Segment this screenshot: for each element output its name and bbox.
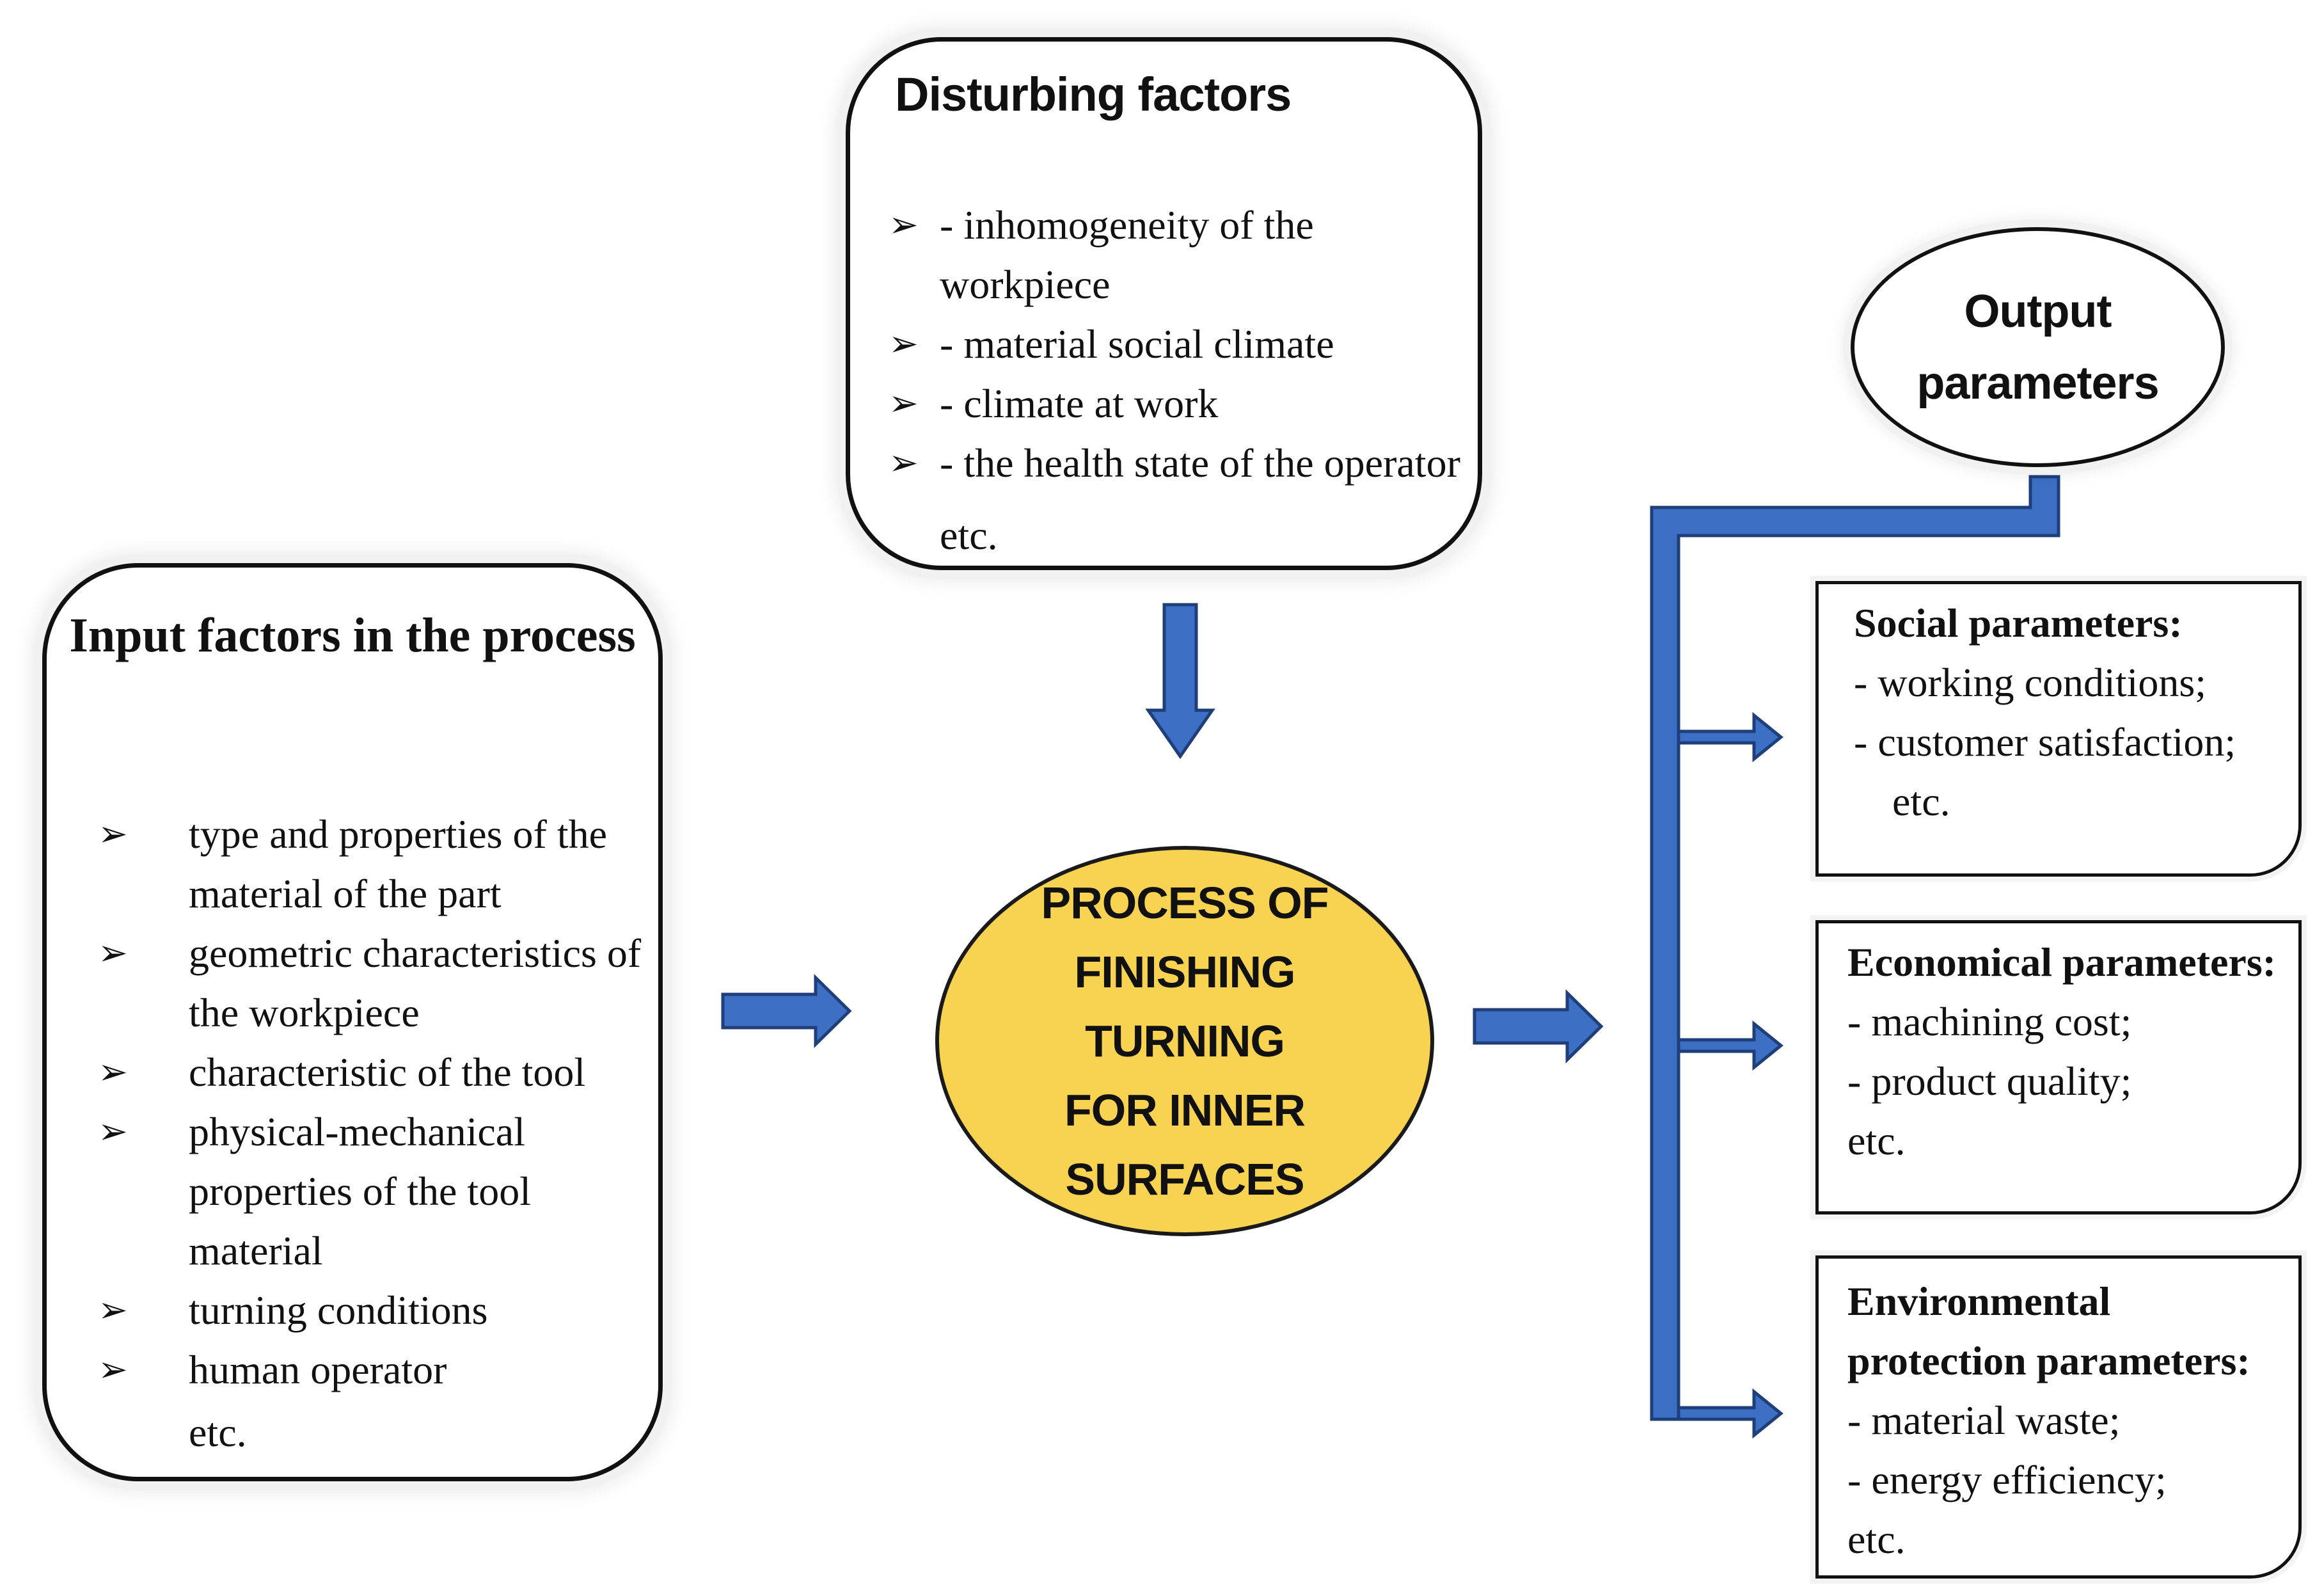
process-label: PROCESS OF FINISHING TURNING FOR INNER S…: [1041, 878, 1329, 1204]
list-item-text: characteristic of the tool: [189, 1049, 586, 1095]
input-etc: etc.: [189, 1410, 247, 1455]
list-item: ➢ - climate at work: [889, 374, 1464, 433]
arrow-bullet-icon: ➢: [889, 383, 919, 424]
arrow-down-disturbing-to-process: [1145, 603, 1215, 760]
economical-parameters-box: Economical parameters: - machining cost;…: [1815, 920, 2302, 1214]
disturbing-factors-title: Disturbing factors: [895, 68, 1292, 121]
arrow-bullet-icon: ➢: [889, 204, 919, 246]
branch-arrow-economical: [1677, 1020, 1783, 1071]
input-factors-title: Input factors in the process: [69, 609, 636, 662]
economical-parameter-line: - product quality;: [1847, 1058, 2132, 1104]
social-parameters-box: Social parameters: - working conditions;…: [1815, 581, 2302, 877]
arrow-right-input-to-process: [721, 974, 852, 1048]
list-item: ➢ geometric characteristics of the workp…: [98, 923, 648, 1042]
list-item-text: - climate at work: [940, 381, 1219, 426]
arrow-bullet-icon: ➢: [98, 813, 128, 855]
list-item-text: physical-mechanical properties of the to…: [189, 1109, 531, 1273]
list-item-text: - inhomogeneity of the workpiece: [940, 202, 1314, 307]
environmental-parameter-line: - material waste;: [1847, 1397, 2121, 1443]
social-parameter-line: - working conditions;: [1854, 660, 2207, 705]
arrow-bullet-icon: ➢: [98, 1349, 128, 1390]
list-item: ➢ - inhomogeneity of the workpiece: [889, 195, 1464, 314]
disturbing-factors-list: ➢ - inhomogeneity of the workpiece ➢ - m…: [889, 195, 1464, 493]
economical-etc: etc.: [1847, 1118, 1906, 1163]
environmental-parameter-line: - energy efficiency;: [1847, 1457, 2167, 1502]
arrow-bullet-icon: ➢: [889, 323, 919, 365]
arrow-bullet-icon: ➢: [98, 1111, 128, 1152]
arrow-bullet-icon: ➢: [889, 442, 919, 484]
arrow-bullet-icon: ➢: [98, 1051, 128, 1093]
input-factors-list: ➢ type and properties of the material of…: [98, 804, 648, 1399]
environmental-parameters-box: Environmental protection parameters: - m…: [1815, 1255, 2302, 1579]
list-item-text: human operator: [189, 1347, 447, 1392]
branch-arrow-environmental: [1677, 1388, 1783, 1439]
list-item-text: - the health state of the operator: [940, 440, 1460, 486]
output-parameters-title: Output parameters: [1917, 285, 2159, 409]
social-parameter-line: - customer satisfaction;: [1854, 719, 2236, 765]
list-item: ➢ human operator: [98, 1340, 648, 1399]
arrow-right-process-to-outputs: [1473, 989, 1604, 1063]
process-node: PROCESS OF FINISHING TURNING FOR INNER S…: [935, 846, 1434, 1236]
economical-parameter-line: - machining cost;: [1847, 999, 2132, 1044]
list-item-text: turning conditions: [189, 1287, 488, 1333]
list-item: ➢ - the health state of the operator: [889, 433, 1464, 493]
disturbing-factors-box: Disturbing factors ➢ - inhomogeneity of …: [846, 37, 1482, 570]
list-item: ➢ turning conditions: [98, 1280, 648, 1340]
list-item: ➢ physical-mechanical properties of the …: [98, 1102, 648, 1280]
list-item-text: type and properties of the material of t…: [189, 811, 607, 916]
social-parameters-title: Social parameters:: [1854, 600, 2183, 646]
list-item: ➢ type and properties of the material of…: [98, 804, 648, 923]
list-item: ➢ characteristic of the tool: [98, 1042, 648, 1102]
environmental-parameters-title-line2: protection parameters:: [1847, 1338, 2250, 1383]
arrow-bullet-icon: ➢: [98, 1289, 128, 1331]
social-etc: etc.: [1892, 779, 1950, 824]
disturbing-etc: etc.: [940, 513, 998, 558]
economical-parameters-title: Economical parameters:: [1847, 939, 2277, 985]
list-item-text: geometric characteristics of the workpie…: [189, 930, 642, 1035]
environmental-parameters-title-line1: Environmental: [1847, 1278, 2111, 1324]
environmental-etc: etc.: [1847, 1516, 1906, 1562]
output-parameters-node: Output parameters: [1851, 227, 2225, 467]
list-item-text: - material social climate: [940, 321, 1334, 367]
input-factors-box: Input factors in the process ➢ type and …: [42, 563, 663, 1481]
list-item: ➢ - material social climate: [889, 314, 1464, 374]
arrow-bullet-icon: ➢: [98, 932, 128, 974]
branch-arrow-social: [1677, 712, 1783, 763]
